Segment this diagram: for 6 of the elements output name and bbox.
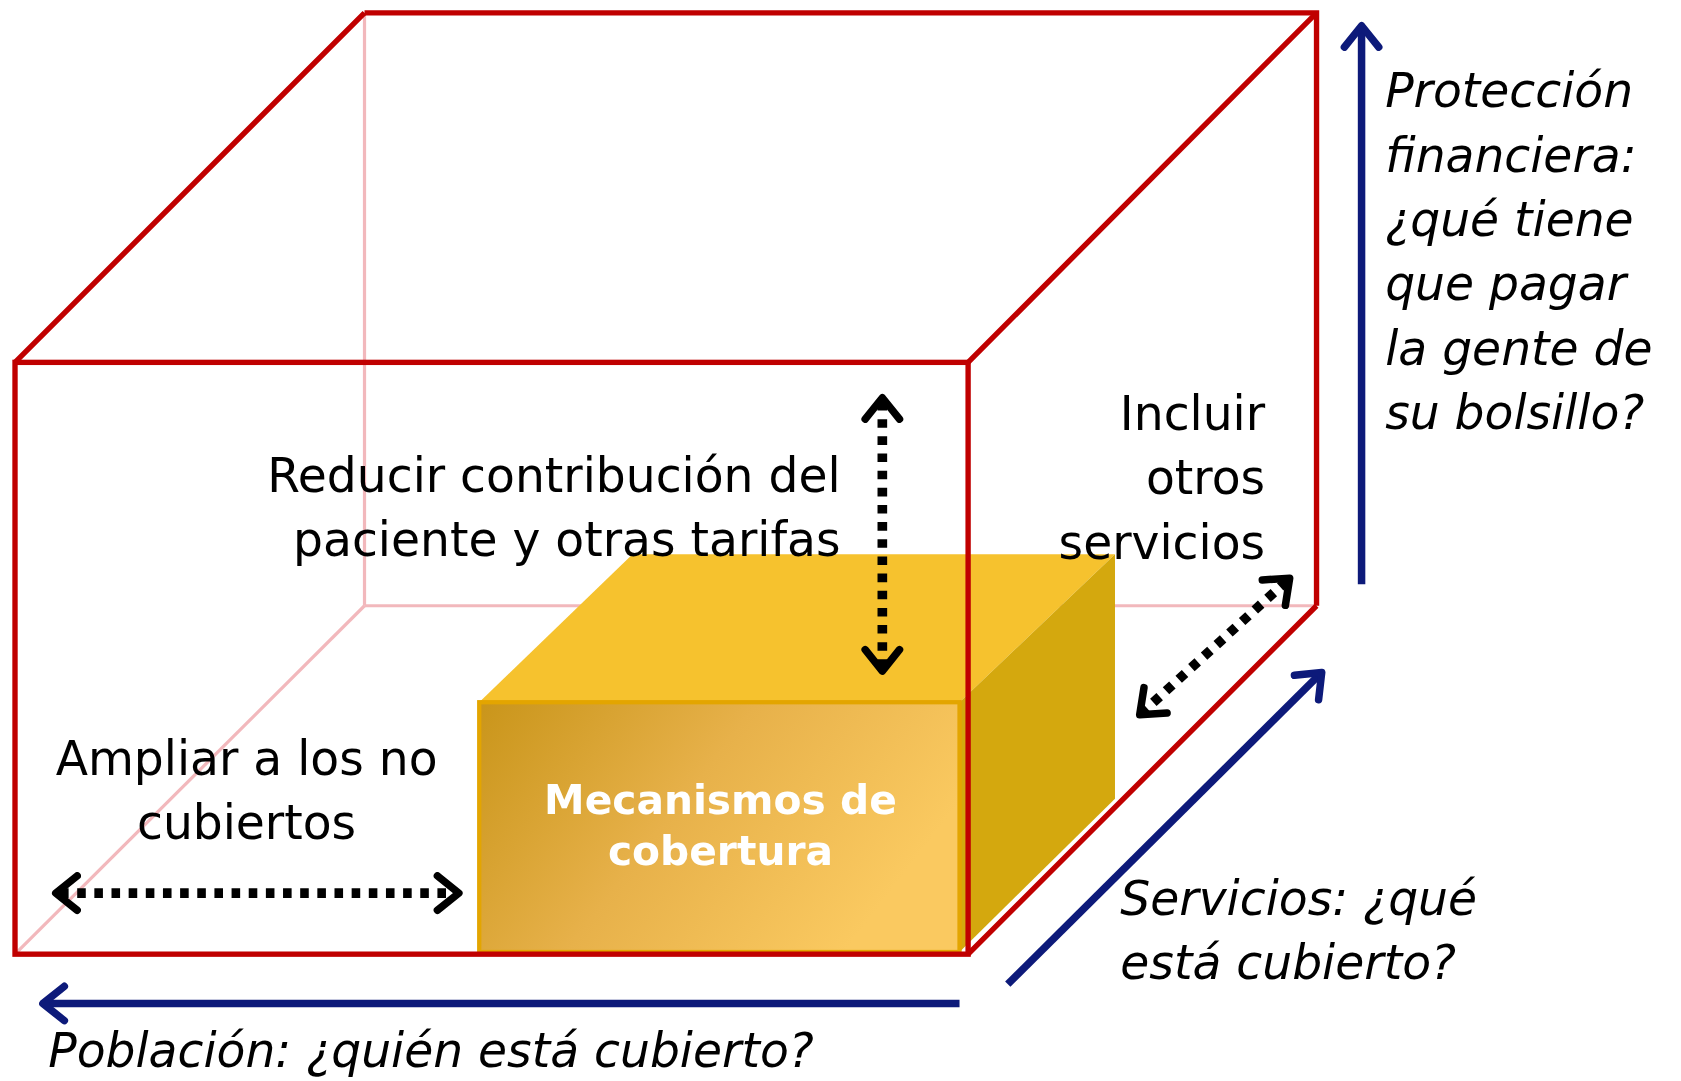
action-label: Ampliar a los no cubiertos (54, 730, 439, 853)
action-label: Incluir otros servicios (1057, 384, 1266, 572)
axis-caption: Protección financiera: ¿qué tiene que pagar la gente de su bolsillo? (1385, 62, 1654, 442)
action-label: Reducir contribución del paciente y otras tarifas (266, 447, 841, 570)
axis-caption: Población: ¿quién está cubierto? (48, 1021, 815, 1080)
axis-caption: Servicios: ¿qué está cubierto? (1120, 869, 1478, 992)
